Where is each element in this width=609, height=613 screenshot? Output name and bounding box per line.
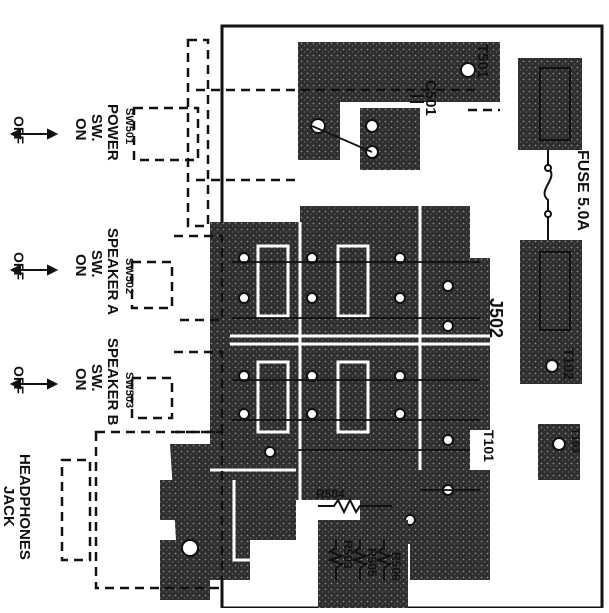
- fuse-block-top: [518, 58, 582, 150]
- svg-text:SW502: SW502: [123, 258, 135, 294]
- t102-label: T102: [561, 348, 577, 380]
- r505-label: R505: [365, 548, 379, 577]
- sw501-label: SW501 POWER SW. ON OFF: [11, 104, 135, 161]
- svg-text:SW503: SW503: [123, 372, 135, 408]
- arrows: [9, 128, 59, 390]
- svg-text:SW.: SW.: [88, 250, 105, 278]
- headphone-hole: [181, 539, 199, 557]
- r504-label: R504: [316, 487, 345, 501]
- fuse-symbol: [543, 150, 553, 240]
- r503-label: R503: [341, 540, 355, 569]
- svg-text:OFF: OFF: [11, 116, 27, 144]
- resistor-zigzags: [318, 497, 394, 580]
- dashed-outlines: [60, 38, 500, 590]
- wire-lines: [232, 125, 480, 491]
- svg-text:SPEAKER B: SPEAKER B: [104, 338, 121, 426]
- fuse-label: FUSE 5.0A: [574, 150, 591, 231]
- t501-trace: [298, 42, 500, 160]
- fuse-clip-bottom: [539, 251, 571, 331]
- svg-text:SW.: SW.: [88, 114, 105, 142]
- t103-block: [538, 424, 580, 480]
- svg-text:ON: ON: [72, 118, 89, 141]
- c501-trace: [360, 108, 420, 170]
- headphone-trace: [160, 444, 210, 600]
- svg-text:HEADPHONES: HEADPHONES: [16, 454, 33, 560]
- t103-pad: [552, 437, 566, 451]
- t101-label: T101: [481, 430, 497, 462]
- sw503-label: SW503 SPEAKER B SW. ON OFF: [11, 338, 135, 426]
- svg-text:JACK: JACK: [0, 486, 17, 527]
- headphones-label: HEADPHONES JACK: [0, 454, 33, 560]
- c501-pad: [365, 119, 379, 133]
- trace-gaps: [210, 206, 490, 562]
- svg-text:ON: ON: [72, 368, 89, 391]
- fuse-end: [544, 164, 552, 172]
- r506-label: R506: [389, 552, 403, 581]
- switch-pads: [238, 252, 454, 526]
- svg-text:SW.: SW.: [88, 364, 105, 392]
- svg-text:OFF: OFF: [11, 366, 27, 394]
- c501-label: C501: [422, 80, 439, 116]
- fuse-end-2: [544, 210, 552, 218]
- sw502-label: SW502 SPEAKER A SW. ON OFF: [11, 228, 135, 315]
- j502-label: J502: [486, 298, 506, 338]
- t102-pad: [545, 359, 559, 373]
- switch-bodies: [256, 244, 370, 434]
- fuse-clip-top: [539, 67, 571, 141]
- svg-text:OFF: OFF: [11, 252, 27, 280]
- t501-pad: [460, 62, 476, 78]
- t501-label: T501: [474, 44, 491, 78]
- fuse-block-bottom: [520, 240, 582, 384]
- t103-label: T103: [569, 428, 581, 453]
- svg-text:SW501: SW501: [123, 108, 135, 144]
- svg-text:SPEAKER A: SPEAKER A: [104, 228, 121, 315]
- svg-text:ON: ON: [72, 254, 89, 277]
- svg-text:POWER: POWER: [104, 104, 121, 161]
